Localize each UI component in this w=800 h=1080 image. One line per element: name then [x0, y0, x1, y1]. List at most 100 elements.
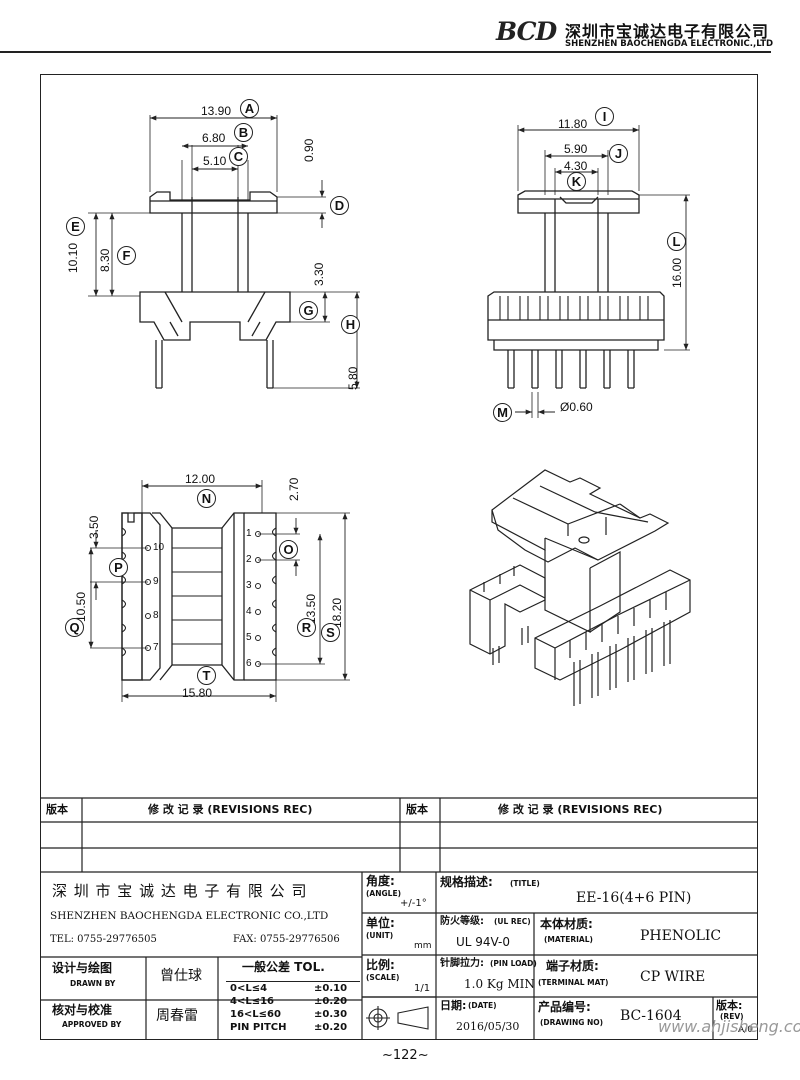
tb-terminal-label: 端子材质: — [546, 959, 599, 973]
callout-c: C — [229, 147, 248, 166]
dim-H-value: 5.80 — [346, 366, 360, 390]
callout-f: F — [117, 246, 136, 265]
pin-label-10: 10 — [153, 542, 165, 553]
callout-k: K — [567, 172, 586, 191]
pin-label-9: 9 — [153, 576, 159, 587]
tb-tol-title: 一般公差 TOL. — [242, 960, 325, 974]
front-view — [88, 115, 360, 389]
page-number: ~122~ — [382, 1048, 429, 1063]
isometric-view — [469, 469, 691, 706]
tb-approved-label: 核对与校准 — [52, 1003, 113, 1017]
bottom-view — [88, 480, 350, 702]
tb-company-en: SHENZHEN BAOCHENGDA ELECTRONIC CO.,LTD — [50, 910, 329, 922]
tb-title-value: EE-16(4+6 PIN) — [576, 890, 692, 906]
tb-unit-label: 单位: — [366, 916, 395, 930]
callout-j: J — [609, 144, 628, 163]
tol-value: ±0.20 — [314, 996, 348, 1007]
callout-s: S — [321, 623, 340, 642]
tb-title-en: (TITLE) — [510, 879, 540, 888]
callout-e: E — [66, 217, 85, 236]
tb-pull-value: 1.0 Kg MIN — [464, 977, 535, 991]
tb-scale-en: (SCALE) — [366, 973, 400, 982]
tb-company-cn: 深 圳 市 宝 诚 达 电 子 有 限 公 司 — [52, 882, 308, 900]
tb-rev-label: 版本: — [716, 999, 743, 1012]
pin-label-2: 2 — [246, 554, 252, 565]
dim-M-value: Ø0.60 — [560, 400, 593, 414]
pin-label-5: 5 — [246, 632, 252, 643]
tb-drawing-value: BC-1604 — [620, 1008, 682, 1024]
tb-terminal-en: (TERMINAL MAT) — [538, 978, 609, 987]
pin-label-1: 1 — [246, 528, 252, 539]
tb-drawing-label: 产品编号: — [538, 1000, 591, 1014]
tb-angle-label: 角度: — [366, 874, 395, 888]
pin-label-4: 4 — [246, 606, 252, 617]
dim-G-value: 3.30 — [312, 262, 326, 286]
tb-terminal-value: CP WIRE — [640, 969, 706, 985]
tol-value: ±0.20 — [314, 1022, 348, 1033]
callout-g: G — [299, 301, 318, 320]
callout-h: H — [341, 315, 360, 334]
callout-t: T — [197, 666, 216, 685]
tb-scale-value: 1/1 — [414, 983, 431, 994]
callout-i: I — [595, 107, 614, 126]
tb-material-value: PHENOLIC — [640, 928, 722, 944]
tb-pull-label: 针脚拉力: — [440, 958, 484, 969]
dim-C-value: 5.10 — [203, 154, 227, 168]
rev-col-version-2: 版本 — [406, 803, 428, 816]
drawing-frame — [40, 74, 758, 1040]
tb-pull-en: (PIN LOAD) — [490, 959, 537, 968]
callout-l: L — [667, 232, 686, 251]
header-company-cn: 深圳市宝诚达电子有限公司 — [565, 22, 770, 41]
dim-F-value: 8.30 — [98, 248, 112, 272]
pin-label-3: 3 — [246, 580, 252, 591]
dim-A-value: 13.90 — [201, 104, 232, 118]
tol-value: ±0.10 — [314, 983, 348, 994]
watermark: www.ahjisheng.com — [658, 1017, 800, 1036]
tb-material-en: (MATERIAL) — [544, 935, 593, 944]
tb-fire-label: 防火等级: — [440, 916, 484, 927]
tol-divider — [226, 981, 360, 1040]
tb-unit-value: mm — [414, 941, 432, 951]
tol-range: 16<L≤60 — [230, 1009, 281, 1020]
tb-rev-en: (REV) — [720, 1012, 744, 1021]
callout-m: M — [493, 403, 512, 422]
pin-label-7: 7 — [153, 642, 159, 653]
callout-r: R — [297, 618, 316, 637]
tb-material-label: 本体材质: — [540, 917, 593, 931]
dim-E-value: 10.10 — [66, 242, 80, 273]
title-block-grid — [40, 797, 758, 1040]
dim-N-value: 12.00 — [185, 472, 216, 486]
dim-J-value: 5.90 — [564, 142, 588, 156]
dim-B-value: 6.80 — [202, 131, 226, 145]
tb-angle-value: +/-1° — [400, 898, 427, 909]
tb-approved-en: APPROVED BY — [62, 1020, 122, 1029]
rev-col-version-1: 版本 — [46, 803, 68, 816]
tb-tel: TEL: 0755-29776505 — [50, 934, 157, 945]
tb-rev-value: A/0 — [738, 1025, 753, 1035]
tb-fax: FAX: 0755-29776506 — [233, 934, 340, 945]
tb-angle-en: (ANGLE) — [366, 889, 401, 898]
tb-fire-en: (UL REC) — [494, 917, 531, 926]
callout-p: P — [109, 558, 128, 577]
tb-fire-value: UL 94V-0 — [456, 935, 511, 949]
dim-D-value: 0.90 — [302, 138, 316, 162]
callout-n: N — [197, 489, 216, 508]
tb-date-value: 2016/05/30 — [456, 1020, 520, 1033]
dim-L-value: 16.00 — [670, 257, 684, 288]
dim-T-value: 15.80 — [182, 686, 213, 700]
rev-col-record-2: 修 改 记 录 (REVISIONS REC) — [498, 803, 663, 816]
rev-col-record-1: 修 改 记 录 (REVISIONS REC) — [148, 803, 313, 816]
callout-q: Q — [65, 618, 84, 637]
tb-drawn-name: 曾仕球 — [160, 968, 202, 984]
callout-o: O — [279, 540, 298, 559]
dim-P-value: 3.50 — [87, 515, 101, 539]
tb-approved-name: 周春雷 — [156, 1008, 198, 1024]
tb-title-label: 规格描述: — [440, 875, 493, 889]
callout-d: D — [330, 196, 349, 215]
header-company-en: SHENZHEN BAOCHENGDA ELECTRONIC.,LTD — [565, 39, 774, 49]
pin-label-8: 8 — [153, 610, 159, 621]
tb-scale-label: 比例: — [366, 958, 395, 972]
dim-K-value: 4.30 — [564, 159, 588, 173]
tol-range: PIN PITCH — [230, 1022, 287, 1033]
